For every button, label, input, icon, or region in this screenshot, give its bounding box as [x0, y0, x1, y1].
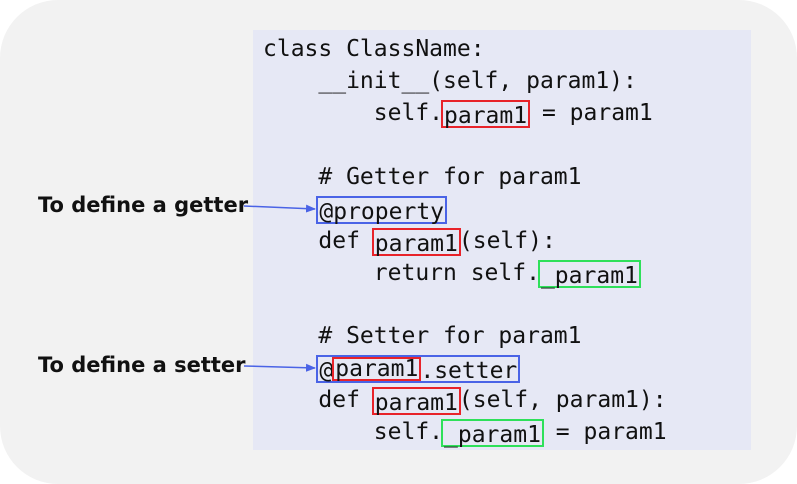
- setter-arrow: [243, 363, 316, 372]
- code-line-self-assign: self.param1 = param1: [263, 99, 653, 129]
- code-line-setter-decorator: @param1.setter: [263, 352, 521, 384]
- code-line-setter-comment: # Setter for param1: [263, 323, 582, 349]
- private-attr-box: _param1: [537, 259, 641, 289]
- private-attr-box: _param1: [441, 418, 544, 448]
- param-name-box: param1: [441, 99, 531, 129]
- code-line-getter-comment: # Getter for param1: [263, 164, 582, 190]
- code-line-getter-def: def param1(self):: [263, 227, 556, 257]
- code-line-init: __init__(self, param1):: [263, 68, 637, 94]
- setter-decorator-name-box: param1: [332, 356, 422, 381]
- setter-name-box: param1: [371, 386, 461, 416]
- property-decorator-box: @property: [316, 195, 448, 225]
- getter-arrow: [243, 204, 316, 213]
- code-line-setter-def: def param1(self, param1):: [263, 386, 667, 416]
- code-line-class: class ClassName:: [263, 36, 485, 62]
- code-line-getter-return: return self._param1: [263, 257, 641, 289]
- code-line-property-decorator: @property: [263, 193, 448, 225]
- code-line-setter-assign: self._param1 = param1: [263, 418, 667, 448]
- setter-label: To define a setter: [38, 353, 246, 377]
- getter-label: To define a getter: [38, 193, 249, 217]
- setter-decorator-box: @param1.setter: [316, 354, 521, 384]
- getter-name-box: param1: [371, 227, 461, 257]
